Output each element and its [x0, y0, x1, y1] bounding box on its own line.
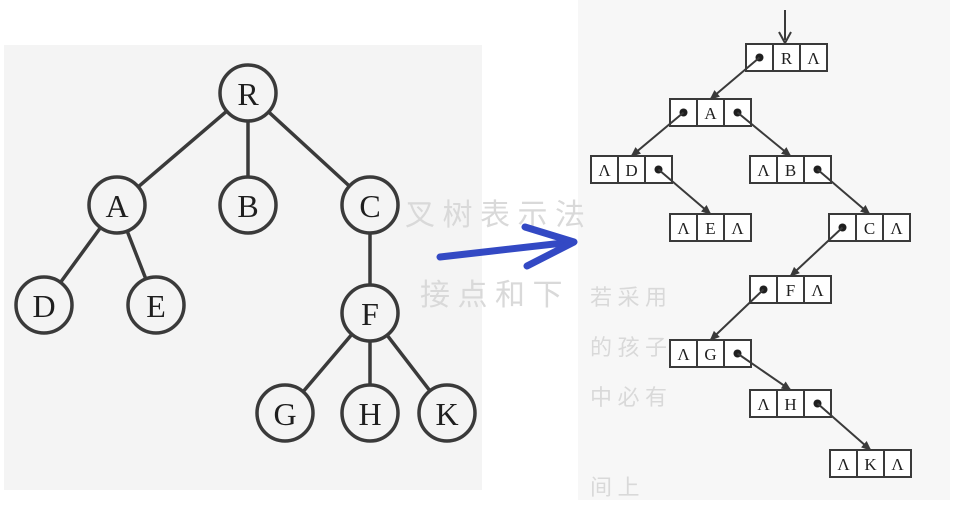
- right-pointer-H-K: [816, 402, 872, 451]
- binary-node-label: K: [864, 455, 877, 474]
- arrow-shaft: [436, 238, 576, 261]
- binary-node-label: D: [625, 161, 637, 180]
- tree-node-label: R: [237, 76, 259, 112]
- left-null-pointer: Λ: [677, 219, 690, 238]
- right-pointer-arrow-head: [861, 441, 872, 451]
- bleed-through-text: 的 孩 子 ,: [590, 335, 679, 360]
- tree-node-circle: [340, 175, 400, 235]
- left-null-pointer: Λ: [757, 395, 770, 414]
- tree-node-label: D: [32, 288, 55, 324]
- right-pointer-A-B: [736, 111, 792, 157]
- tree-node-label: G: [273, 396, 296, 432]
- right-pointer-G-H: [736, 352, 792, 391]
- right-null-pointer: Λ: [811, 281, 824, 300]
- tree-node-D: D: [14, 275, 74, 335]
- tree-node-G: G: [255, 383, 315, 443]
- right-pointer-arrow-head: [780, 381, 792, 391]
- right-null-pointer: Λ: [890, 219, 903, 238]
- bleed-through-text: 接 点 和 下: [420, 279, 563, 312]
- tree-node-H: H: [340, 383, 400, 443]
- binary-node-B: BΛ: [749, 155, 871, 215]
- left-pointer-A-D: [630, 111, 685, 157]
- binary-node-H: HΛ: [749, 389, 872, 451]
- node-box: [669, 213, 752, 242]
- binary-node-A: A: [630, 98, 792, 157]
- tree-node-label: F: [361, 296, 379, 332]
- left-pointer-R-A: [709, 56, 761, 100]
- tree-node-label: B: [237, 188, 258, 224]
- left-null-pointer: Λ: [598, 161, 611, 180]
- left-pointer-arrow-head: [709, 90, 720, 100]
- tree-node-E: E: [126, 275, 186, 335]
- bleed-through-text: 若 采 用: [590, 285, 668, 310]
- tree-node-label: C: [359, 188, 380, 224]
- tree-node-circle: [340, 383, 400, 443]
- right-pointer-D-E: [657, 168, 712, 215]
- tree-node-label: K: [435, 396, 458, 432]
- node-box: [749, 275, 832, 304]
- bleed-through-text: 叉 树 表 示 法: [405, 199, 585, 232]
- tree-node-circle: [255, 383, 315, 443]
- tree-node-circle: [340, 283, 400, 343]
- left-pointer-F-G: [709, 288, 765, 341]
- bleed-through-text: 间 上: [590, 475, 640, 500]
- right-pointer-B-C: [816, 168, 871, 215]
- binary-node-K: KΛ Λ: [829, 449, 912, 478]
- binary-node-D: DΛ: [590, 155, 712, 215]
- binary-node-label: H: [784, 395, 796, 414]
- tree-node-label: A: [105, 188, 128, 224]
- right-null-pointer: Λ: [807, 49, 820, 68]
- tree-node-K: K: [417, 383, 477, 443]
- tree-node-circle: [87, 175, 147, 235]
- tree-node-circle: [218, 63, 278, 123]
- binary-node-label: E: [705, 219, 715, 238]
- right-pointer-arrow-head: [860, 205, 871, 215]
- arrow-head: [521, 223, 578, 270]
- tree-node-label: E: [146, 288, 166, 324]
- right-pointer-arrow-head: [781, 147, 792, 157]
- node-box: [829, 449, 912, 478]
- right-pointer-arrow-head: [701, 205, 712, 215]
- binary-node-label: G: [704, 345, 716, 364]
- tree-node-B: B: [218, 175, 278, 235]
- tree-node-F: F: [340, 283, 400, 343]
- left-null-pointer: Λ: [837, 455, 850, 474]
- tree-node-C: C: [340, 175, 400, 235]
- binary-node-label: F: [786, 281, 795, 300]
- left-pointer-arrow-head: [789, 266, 800, 277]
- tree-node-circle: [126, 275, 186, 335]
- binary-node-G: GΛ: [669, 339, 792, 391]
- tree-node-label: H: [358, 396, 381, 432]
- binary-node-label: C: [864, 219, 875, 238]
- bleed-through-text: 中 必 有: [590, 385, 668, 410]
- tree-node-R: R: [218, 63, 278, 123]
- right-null-pointer: Λ: [731, 219, 744, 238]
- right-null-pointer: Λ: [891, 455, 904, 474]
- left-null-pointer: Λ: [757, 161, 770, 180]
- tree-node-circle: [417, 383, 477, 443]
- binary-node-E: EΛ Λ: [669, 213, 752, 242]
- left-pointer-C-F: [789, 226, 844, 277]
- tree-node-circle: [14, 275, 74, 335]
- left-null-pointer: Λ: [677, 345, 690, 364]
- binary-node-label: B: [785, 161, 796, 180]
- left-pointer-arrow-head: [709, 330, 720, 341]
- binary-node-label: R: [781, 49, 793, 68]
- tree-node-circle: [218, 175, 278, 235]
- left-pointer-arrow-head: [630, 147, 641, 157]
- binary-node-label: A: [704, 104, 717, 123]
- tree-node-A: A: [87, 175, 147, 235]
